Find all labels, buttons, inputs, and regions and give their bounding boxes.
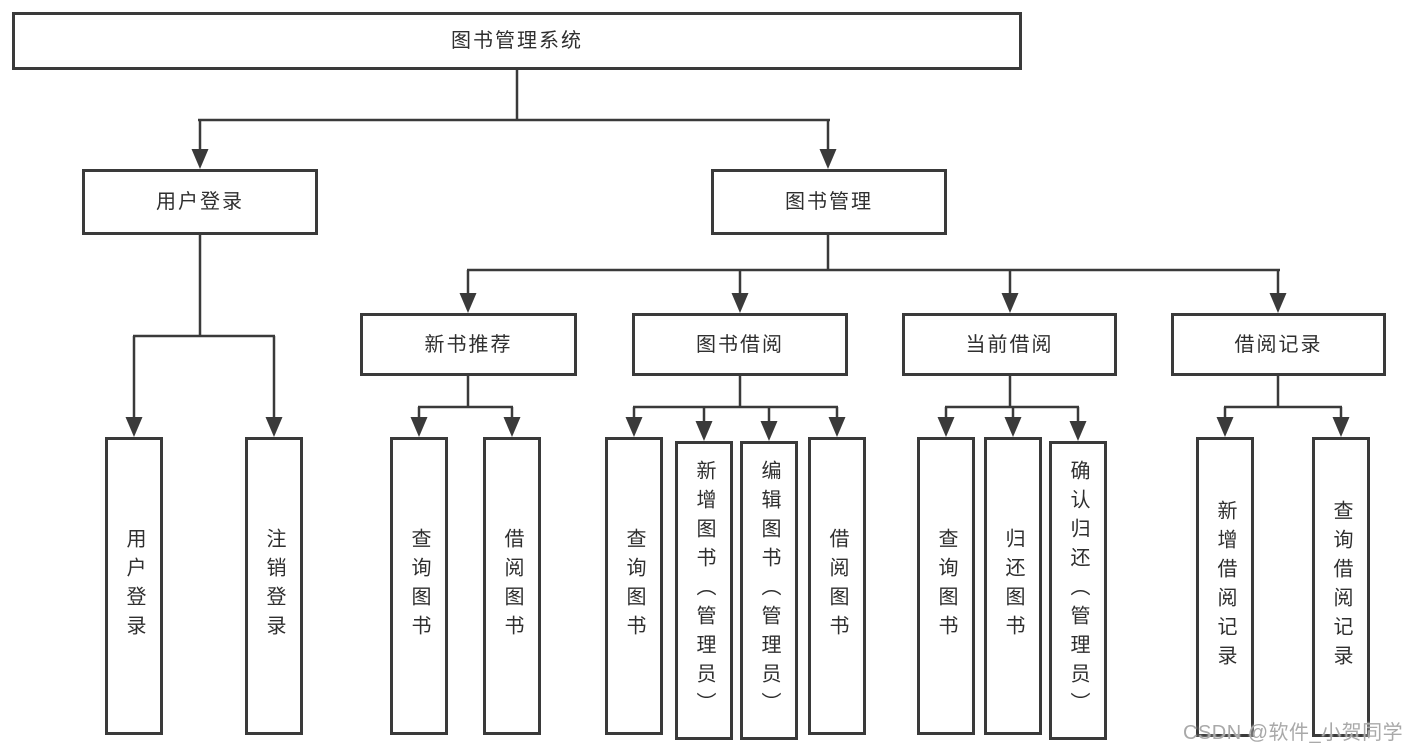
arrow-down-icon <box>125 417 143 437</box>
node-borrowing-records: 借阅记录 <box>1171 313 1386 376</box>
node-book-management: 图书管理 <box>711 169 947 235</box>
leaf-confirm-return-admin: 确认归还（管理员） <box>1049 441 1107 740</box>
arrow-down-icon <box>1332 417 1350 437</box>
arrow-down-icon <box>503 417 521 437</box>
arrow-down-icon <box>1216 417 1234 437</box>
node-new-book-recommend: 新书推荐 <box>360 313 577 376</box>
arrow-down-icon <box>1004 417 1022 437</box>
leaf-borrow-books: 借阅图书 <box>808 437 866 735</box>
arrow-down-icon <box>1001 293 1019 313</box>
arrow-down-icon <box>937 417 955 437</box>
arrow-down-icon <box>731 293 749 313</box>
node-user-login: 用户登录 <box>82 169 318 235</box>
leaf-query-books-current: 查询图书 <box>917 437 975 735</box>
leaf-edit-books-admin: 编辑图书（管理员） <box>740 441 798 740</box>
arrow-down-icon <box>828 417 846 437</box>
leaf-add-books-admin: 新增图书（管理员） <box>675 441 733 740</box>
arrow-down-icon <box>819 149 837 169</box>
csdn-watermark: CSDN @软件_小贺同学 <box>1183 722 1404 744</box>
leaf-logout: 注销登录 <box>245 437 303 735</box>
node-book-borrowing: 图书借阅 <box>632 313 848 376</box>
node-library-system: 图书管理系统 <box>12 12 1022 70</box>
arrow-down-icon <box>459 293 477 313</box>
leaf-query-books-recommend: 查询图书 <box>390 437 448 735</box>
node-current-borrowing: 当前借阅 <box>902 313 1117 376</box>
arrow-down-icon <box>1069 421 1087 441</box>
arrow-down-icon <box>191 149 209 169</box>
arrow-down-icon <box>760 421 778 441</box>
leaf-query-borrow-record: 查询借阅记录 <box>1312 437 1370 737</box>
arrow-down-icon <box>410 417 428 437</box>
leaf-query-books-borrow: 查询图书 <box>605 437 663 735</box>
arrow-down-icon <box>625 417 643 437</box>
leaf-user-login: 用户登录 <box>105 437 163 735</box>
arrow-down-icon <box>1269 293 1287 313</box>
leaf-return-books: 归还图书 <box>984 437 1042 735</box>
arrow-down-icon <box>265 417 283 437</box>
arrow-down-icon <box>695 421 713 441</box>
leaf-borrow-books-recommend: 借阅图书 <box>483 437 541 735</box>
leaf-add-borrow-record: 新增借阅记录 <box>1196 437 1254 737</box>
